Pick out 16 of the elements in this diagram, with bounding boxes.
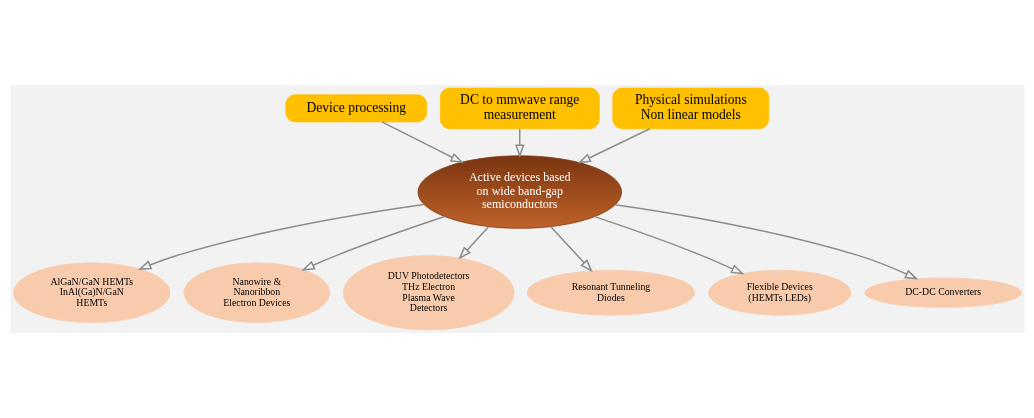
node-ellipse: DC-DC Converters: [864, 277, 1022, 308]
arrow: [549, 225, 593, 273]
arrow: [593, 215, 744, 275]
arrow: [514, 128, 524, 158]
arrow: [576, 128, 651, 164]
node-box: Physical simulations Non linear models: [611, 87, 769, 130]
arrow: [300, 215, 445, 271]
node-ellipse: DUV Photodetectors THz Electron Plasma Wave Detectors: [342, 255, 514, 331]
arrow: [613, 203, 918, 280]
arrow: [380, 121, 464, 164]
node-ellipse: Flexible Devices (HEMTs LEDs): [707, 269, 851, 316]
node-box: Device processing: [284, 94, 427, 123]
node-ellipse: Resonant Tunneling Diodes: [526, 269, 695, 316]
node-box: DC to mmwave range measurement: [439, 87, 600, 130]
arrow: [457, 225, 489, 260]
arrow: [137, 203, 425, 270]
